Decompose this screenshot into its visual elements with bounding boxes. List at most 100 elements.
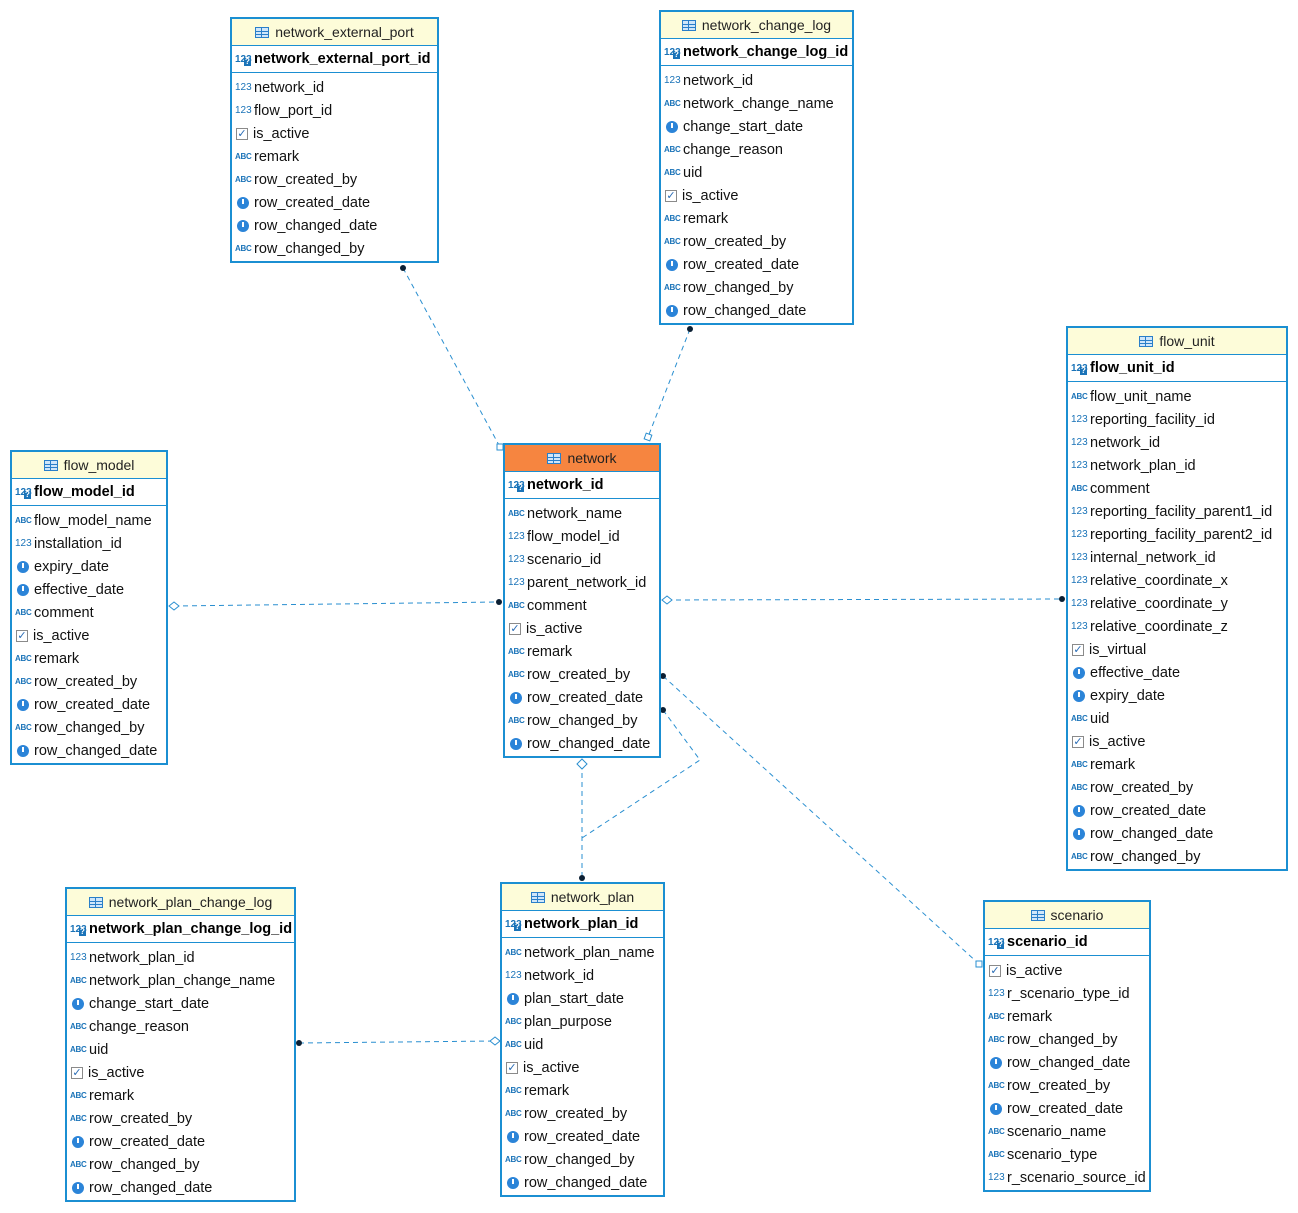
entity-header[interactable]: flow_model (12, 452, 166, 479)
column-row[interactable]: row_changed_date (12, 739, 166, 762)
column-row[interactable]: row_changed_date (67, 1176, 294, 1199)
column-row[interactable]: row_created_date (1068, 799, 1286, 822)
entity-scenario[interactable]: scenario123scenario_id✓is_active123r_sce… (983, 900, 1151, 1192)
entity-header[interactable]: network_change_log (661, 12, 852, 39)
entity-header[interactable]: scenario (985, 902, 1149, 929)
column-row[interactable]: change_start_date (67, 992, 294, 1015)
column-row[interactable]: row_changed_date (985, 1051, 1149, 1074)
entity-header[interactable]: network (505, 445, 659, 472)
entity-header[interactable]: network_plan (502, 884, 663, 911)
column-row[interactable]: row_created_date (502, 1125, 663, 1148)
entity-flow-model[interactable]: flow_model123flow_model_idABCflow_model_… (10, 450, 168, 765)
column-row[interactable]: ✓is_active (985, 959, 1149, 982)
column-row[interactable]: ✓is_active (502, 1056, 663, 1079)
column-row[interactable]: row_created_date (985, 1097, 1149, 1120)
column-row[interactable]: row_changed_date (661, 299, 852, 322)
column-row[interactable]: ✓is_active (505, 617, 659, 640)
column-row[interactable]: effective_date (12, 578, 166, 601)
column-row[interactable]: row_created_date (661, 253, 852, 276)
entity-network-plan[interactable]: network_plan123network_plan_idABCnetwork… (500, 882, 665, 1197)
column-row[interactable]: ✓is_active (67, 1061, 294, 1084)
column-row[interactable]: row_created_date (505, 686, 659, 709)
column-row[interactable]: ✓is_active (661, 184, 852, 207)
column-row[interactable]: row_changed_date (1068, 822, 1286, 845)
entity-header[interactable]: flow_unit (1068, 328, 1286, 355)
column-row[interactable]: expiry_date (12, 555, 166, 578)
column-row[interactable]: row_created_date (67, 1130, 294, 1153)
column-row[interactable]: row_changed_date (502, 1171, 663, 1194)
column-row[interactable]: row_created_date (12, 693, 166, 716)
entity-flow-unit[interactable]: flow_unit123flow_unit_idABCflow_unit_nam… (1066, 326, 1288, 871)
entity-header[interactable]: network_external_port (232, 19, 437, 46)
entity-header[interactable]: network_plan_change_log (67, 889, 294, 916)
entity-network[interactable]: network123network_idABCnetwork_name123fl… (503, 443, 661, 758)
column-row[interactable]: change_start_date (661, 115, 852, 138)
column-row[interactable]: ✓is_virtual (1068, 638, 1286, 661)
column-row[interactable]: row_changed_date (232, 214, 437, 237)
column-row[interactable]: row_changed_date (505, 732, 659, 755)
column-row[interactable]: plan_start_date (502, 987, 663, 1010)
column-row[interactable]: ✓is_active (12, 624, 166, 647)
entity-network-plan-change-log[interactable]: network_plan_change_log123network_plan_c… (65, 887, 296, 1202)
column-row[interactable]: expiry_date (1068, 684, 1286, 707)
column-row[interactable]: row_created_date (232, 191, 437, 214)
